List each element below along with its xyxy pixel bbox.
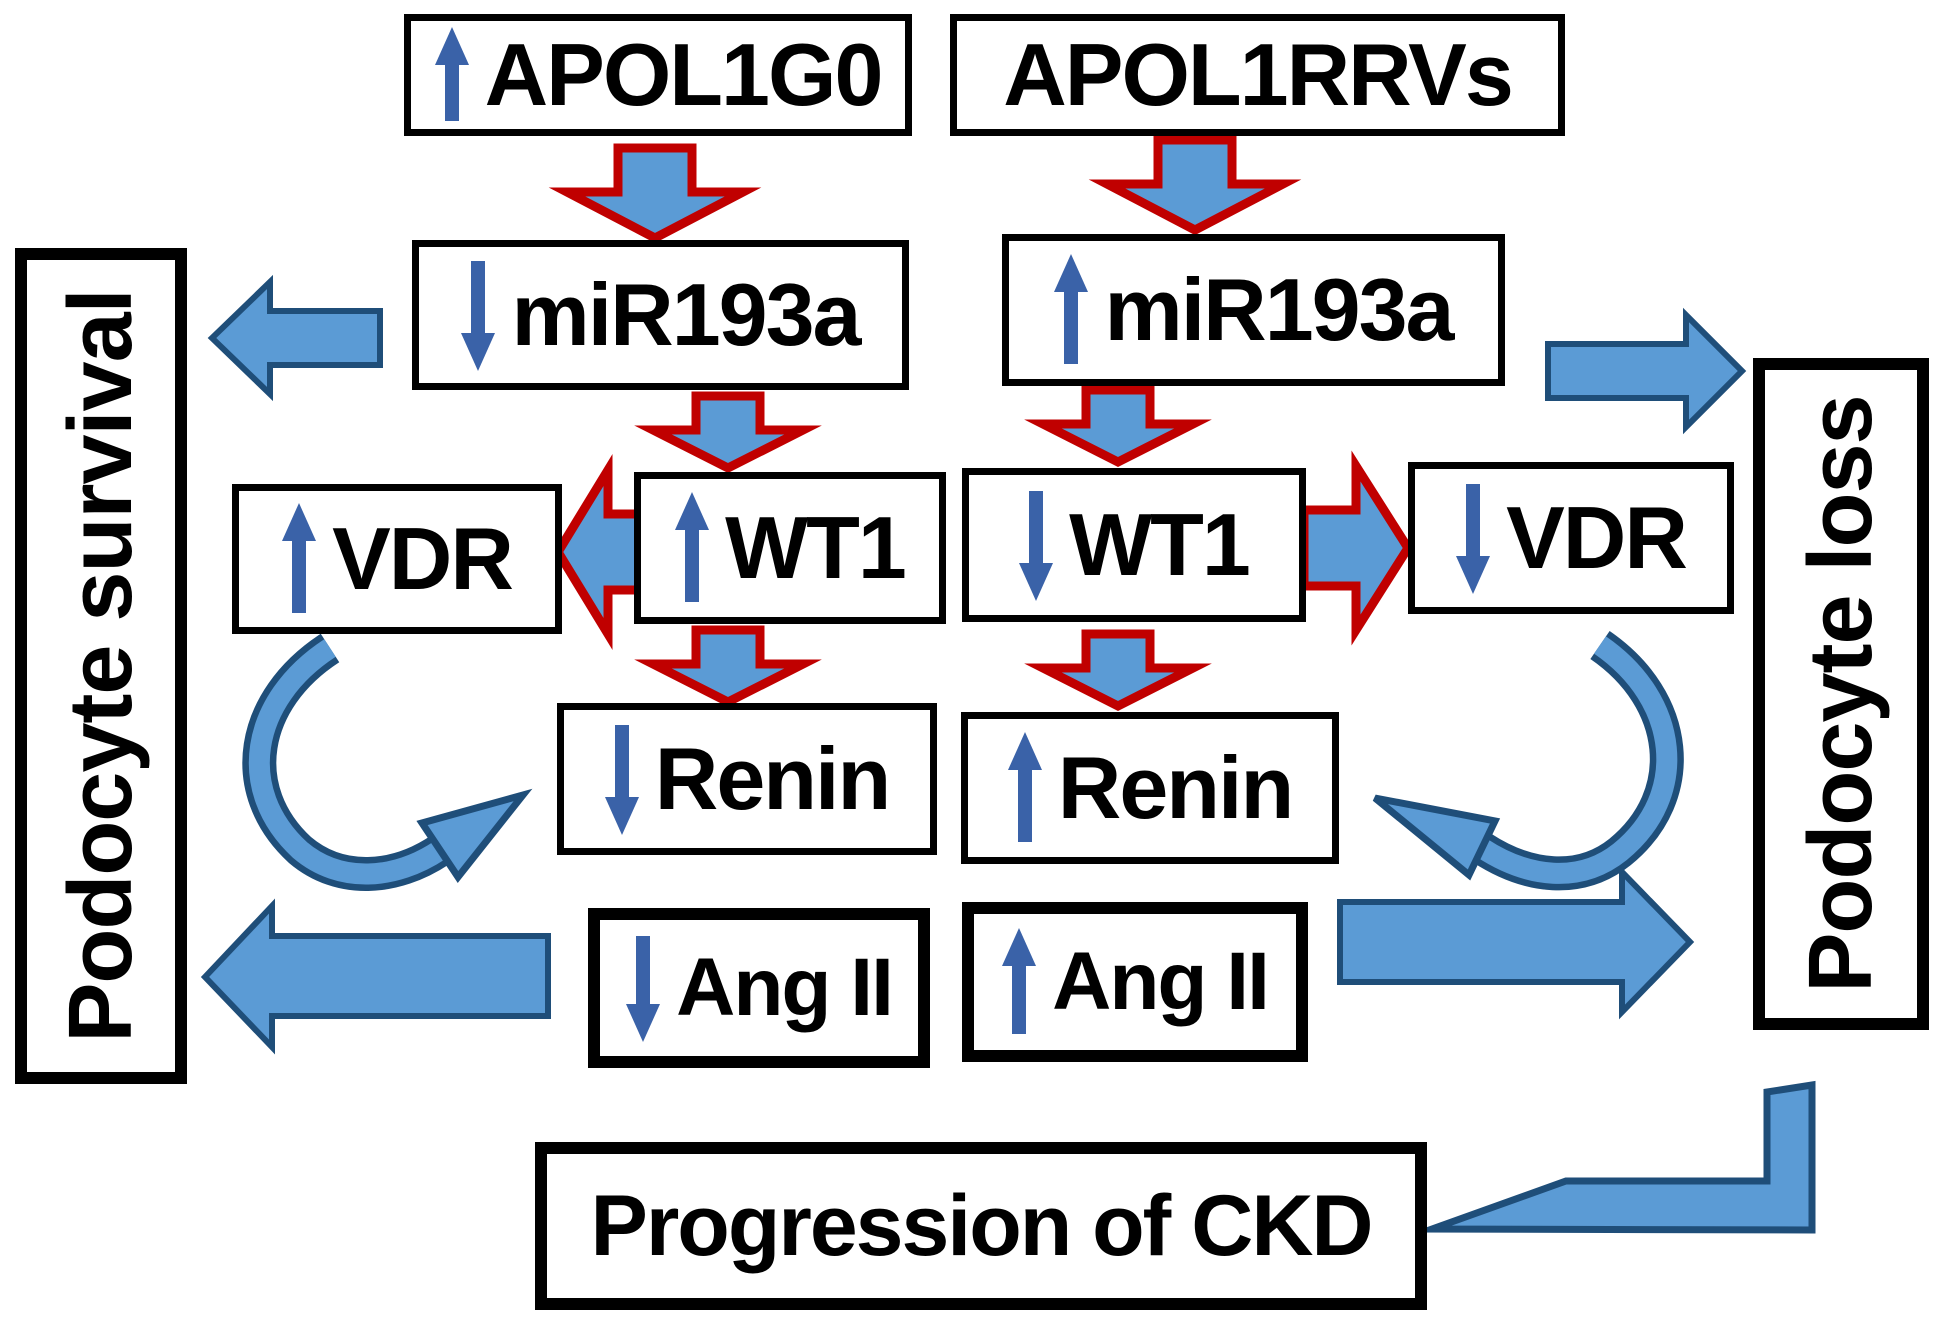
node-vdr-left-label: VDR [332, 509, 514, 608]
down-arrow-icon [604, 723, 639, 835]
node-podocyte-survival: Podocyte survival [15, 248, 187, 1084]
node-vdr-left: VDR [232, 484, 562, 634]
flow-wt1-to-renin-left-down-arrow [634, 625, 822, 708]
node-wt1-left-label: WT1 [725, 498, 907, 597]
flow-vdr-to-renin-left-curved-arrow [242, 633, 533, 891]
flow-mir193a-to-wt1-right-down-arrow [1024, 385, 1212, 468]
flow-ang2-to-loss-arrow [1337, 864, 1695, 1020]
node-apol1g0: APOL1G0 [404, 14, 912, 136]
up-arrow-icon [1007, 732, 1042, 844]
down-arrow-icon [626, 934, 661, 1042]
node-mir193a-right: miR193a [1002, 234, 1505, 386]
node-apol1rrvs-label: APOL1RRVs [1003, 25, 1514, 124]
flow-wt1-to-vdr-left-arrow [552, 453, 645, 651]
node-ckd-label: Progression of CKD [590, 1178, 1373, 1274]
node-wt1-right: WT1 [962, 468, 1306, 622]
node-progression-of-ckd: Progression of CKD [535, 1142, 1427, 1310]
flow-mir193a-to-wt1-left-down-arrow [634, 391, 822, 474]
flow-loss-to-ckd-elbow-arrow [1411, 1080, 1816, 1234]
node-renin-left-label: Renin [654, 729, 891, 828]
flow-wt1-to-renin-right-down-arrow [1024, 629, 1212, 712]
node-vdr-right-label: VDR [1506, 488, 1688, 587]
up-arrow-icon [282, 503, 317, 615]
node-ang2-left-label: Ang II [676, 942, 894, 1033]
node-ang2-left: Ang II [588, 908, 930, 1068]
node-mir193a-right-label: miR193a [1104, 260, 1454, 359]
down-arrow-icon [1456, 482, 1491, 594]
flow-ang2-to-survival-arrow [200, 898, 551, 1055]
up-arrow-icon [1002, 928, 1037, 1036]
node-renin-left: Renin [557, 703, 937, 855]
node-vdr-right: VDR [1408, 462, 1734, 614]
flow-mir193a-to-survival-arrow [207, 274, 383, 402]
node-ang2-right-label: Ang II [1052, 936, 1270, 1027]
flow-vdr-to-renin-right-curved-arrow [1372, 630, 1684, 891]
node-ang2-right: Ang II [962, 902, 1308, 1062]
node-renin-right-label: Renin [1057, 738, 1294, 837]
up-arrow-icon [1054, 254, 1089, 366]
up-arrow-icon [434, 27, 469, 123]
up-arrow-icon [675, 492, 710, 604]
node-wt1-left: WT1 [634, 472, 946, 624]
node-podocyte-loss-label: Podocyte loss [1791, 395, 1891, 993]
node-podocyte-loss: Podocyte loss [1753, 358, 1929, 1030]
down-arrow-icon [461, 259, 496, 371]
node-renin-right: Renin [961, 712, 1339, 864]
flow-wt1-to-vdr-right-arrow [1299, 450, 1414, 646]
node-podocyte-survival-label: Podocyte survival [51, 289, 151, 1043]
flow-mir193a-to-loss-arrow [1545, 307, 1747, 435]
node-mir193a-left: miR193a [412, 240, 909, 390]
node-mir193a-left-label: miR193a [511, 265, 861, 364]
node-apol1g0-label: APOL1G0 [484, 25, 884, 124]
node-wt1-right-label: WT1 [1069, 495, 1251, 594]
down-arrow-icon [1019, 489, 1054, 601]
flow-apol1rrvs-to-mir193a-down-arrow [1088, 135, 1302, 236]
node-apol1rrvs: APOL1RRVs [950, 14, 1565, 136]
flow-apol1g0-to-mir193a-down-arrow [548, 143, 762, 244]
